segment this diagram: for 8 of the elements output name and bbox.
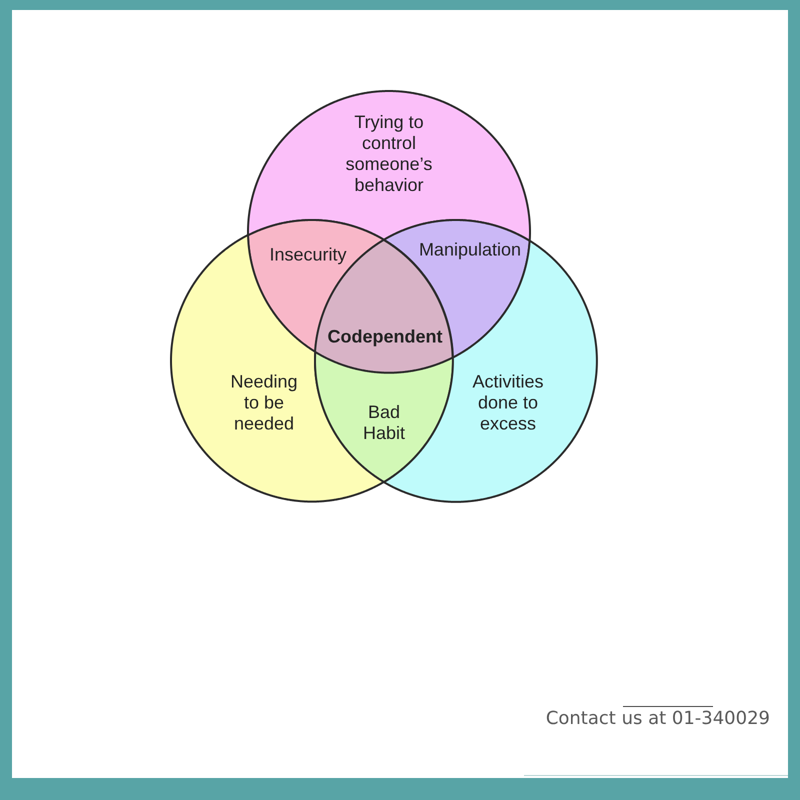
set-label: Activities done to excess <box>471 371 544 434</box>
contact-text: Contact us at 01-340029 <box>544 708 770 730</box>
set-label: Needing to be needed <box>229 371 299 434</box>
overlap-label: Insecurity <box>268 244 348 266</box>
overlap-label: Codependent <box>326 326 444 348</box>
overlap-label: Bad Habit <box>362 402 406 444</box>
overlap-label: Manipulation <box>418 240 522 260</box>
set-label: Trying to control someone’s behavior <box>344 112 434 196</box>
